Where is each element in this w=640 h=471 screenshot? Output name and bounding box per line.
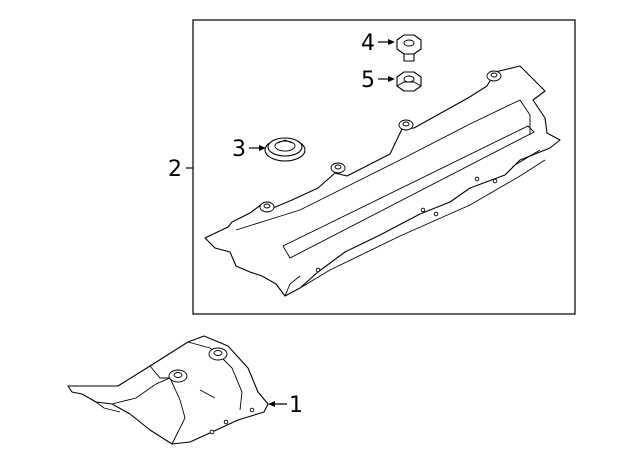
callout-label-5: 5 [361, 68, 375, 93]
shield-part-2 [204, 65, 561, 297]
callout-label-2: 2 [168, 157, 182, 182]
callout-4: 4 [361, 31, 395, 56]
callout-1: 1 [268, 393, 303, 418]
nut-part-4 [396, 34, 422, 62]
callout-label-4: 4 [361, 31, 375, 56]
heat-shield-part-1 [67, 335, 269, 445]
callout-2: 2 [168, 157, 193, 182]
callout-label-3: 3 [232, 137, 246, 162]
callout-5: 5 [361, 68, 395, 93]
assembly-frame [192, 19, 576, 315]
nut-part-5 [396, 71, 422, 92]
callout-3: 3 [232, 137, 266, 162]
callout-label-1: 1 [289, 393, 303, 418]
grommet-part-3 [264, 137, 306, 162]
